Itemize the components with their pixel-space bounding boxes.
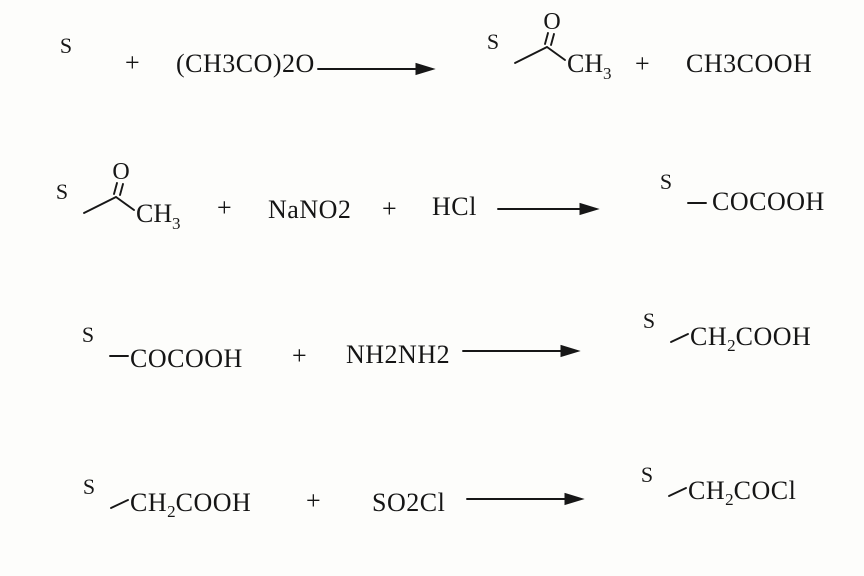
substituent-formula: CH2COOH xyxy=(690,322,811,355)
byproduct-formula-acetic-acid: CH3COOH xyxy=(686,49,813,78)
substituent-bond xyxy=(670,333,689,343)
substituent-post: COOH xyxy=(175,488,252,517)
methyl-group-label: CH xyxy=(567,49,603,78)
reagent-formula-acetic-anhydride: (CH3CO)2O xyxy=(176,49,315,78)
acetylthiophene-structure: O CH 3 xyxy=(34,159,181,243)
substituent-pre: COCOOH xyxy=(130,344,243,373)
reagent-formula-sulfuryl-chloride: SO2Cl xyxy=(372,488,446,517)
reaction-arrow xyxy=(466,492,585,506)
substituent-pre: CH xyxy=(130,488,168,517)
substituent-sub: 2 xyxy=(725,490,734,510)
thiophene-structure xyxy=(621,308,689,372)
oxygen-atom-label: O xyxy=(112,159,129,185)
substituent-post: COOH xyxy=(735,322,812,351)
reagent-formula-hydrazine: NH2NH2 xyxy=(346,340,451,369)
plus-sign: + xyxy=(125,48,140,77)
substituent-sub: 2 xyxy=(167,502,176,522)
reagent-formula-hydrochloric-acid: HCl xyxy=(432,192,477,221)
substituent-formula: COCOOH xyxy=(130,344,243,377)
thiophene-structure xyxy=(60,322,129,386)
reaction-arrow xyxy=(462,344,581,358)
methyl-subscript: 3 xyxy=(603,64,612,83)
substituent-formula: CH2COOH xyxy=(130,488,251,521)
substituent-bond xyxy=(668,487,687,497)
substituent-post: COCl xyxy=(733,476,797,505)
substituent-sub: 2 xyxy=(727,336,736,356)
substituent-bond xyxy=(110,499,129,509)
substituent-pre: CH xyxy=(688,476,726,505)
plus-sign: + xyxy=(306,486,321,515)
carbonyl-bonds xyxy=(514,32,566,64)
thiophene-structure xyxy=(61,474,129,538)
reaction-arrow xyxy=(497,202,600,216)
reagent-formula-sodium-nitrite: NaNO2 xyxy=(268,195,352,224)
acetylthiophene-structure: O CH 3 xyxy=(465,9,612,93)
thiophene-structure xyxy=(38,33,88,97)
plus-sign: + xyxy=(292,341,307,370)
oxygen-atom-label: O xyxy=(543,9,560,35)
substituent-formula: CH2COCl xyxy=(688,476,796,509)
thiophene-structure xyxy=(619,462,687,526)
plus-sign: + xyxy=(382,194,397,223)
carbonyl-bonds xyxy=(83,182,135,214)
substituent-formula: COCOOH xyxy=(712,187,825,220)
methyl-group-label: CH xyxy=(136,199,172,228)
substituent-pre: CH xyxy=(690,322,728,351)
plus-sign: + xyxy=(217,193,232,222)
thiophene-structure xyxy=(638,169,707,233)
plus-sign: + xyxy=(635,49,650,78)
reaction-arrow xyxy=(317,62,436,76)
methyl-subscript: 3 xyxy=(172,214,181,233)
substituent-pre: COCOOH xyxy=(712,187,825,216)
